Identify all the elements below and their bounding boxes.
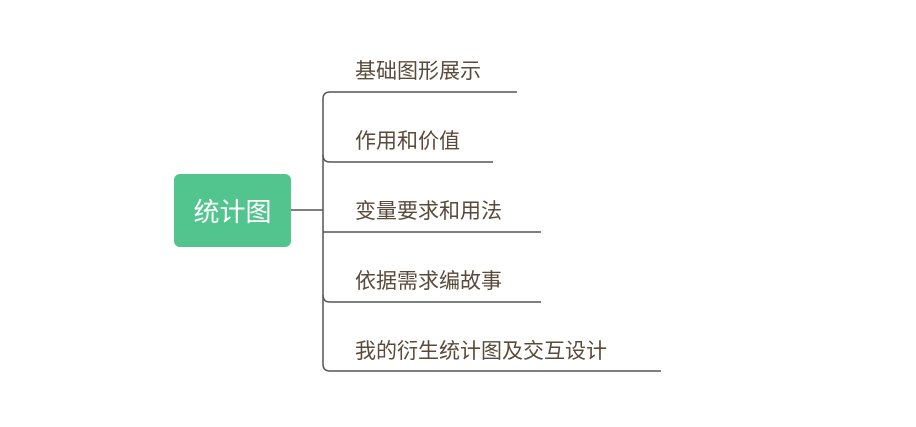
branch-node-4[interactable]: 依据需求编故事 — [355, 267, 502, 295]
branch-node-3[interactable]: 变量要求和用法 — [355, 197, 502, 225]
branch-underline-4 — [322, 294, 541, 303]
branch-node-5[interactable]: 我的衍生统计图及交互设计 — [355, 337, 607, 365]
branch-label-4: 依据需求编故事 — [355, 269, 502, 293]
branch-node-1[interactable]: 基础图形展示 — [355, 57, 481, 85]
root-node[interactable]: 统计图 — [174, 174, 291, 247]
branch-label-1: 基础图形展示 — [355, 59, 481, 83]
branch-label-2: 作用和价值 — [355, 129, 460, 153]
branch-underline-2 — [322, 154, 493, 163]
branch-label-3: 变量要求和用法 — [355, 199, 502, 223]
branch-node-2[interactable]: 作用和价值 — [355, 127, 460, 155]
root-label: 统计图 — [193, 198, 272, 228]
branch-label-5: 我的衍生统计图及交互设计 — [355, 339, 607, 363]
